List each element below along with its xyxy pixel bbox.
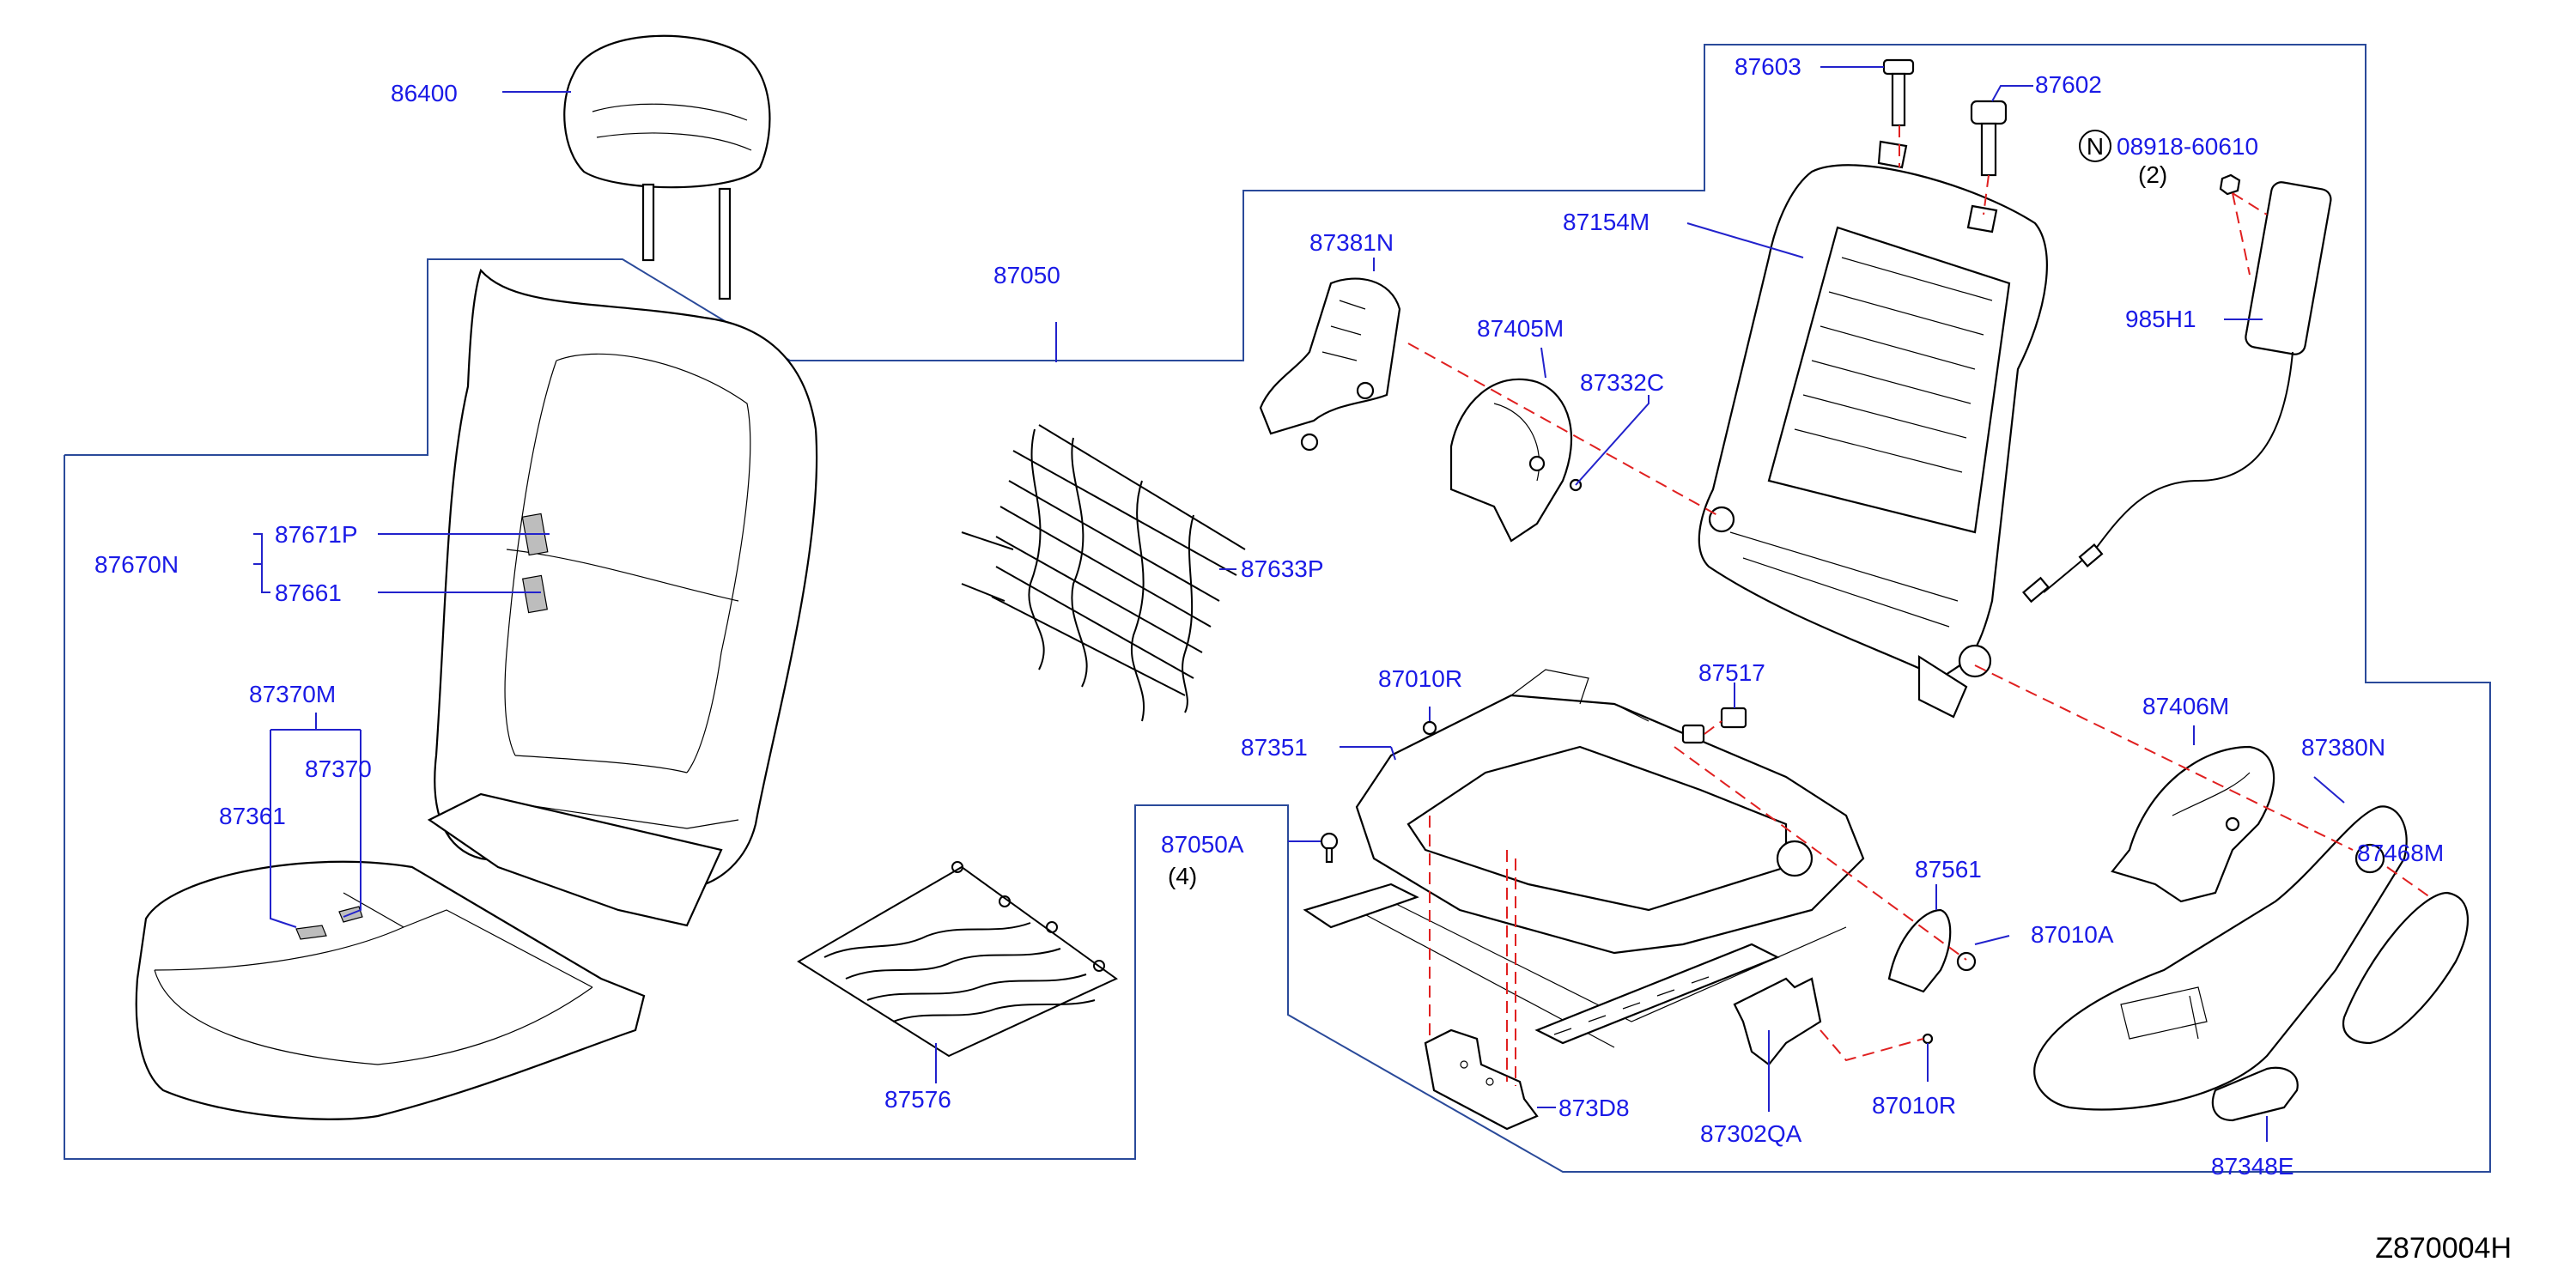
callout-87603[interactable]: 87603 <box>1735 53 1801 80</box>
back-cover-87381N <box>1259 277 1401 452</box>
callout-87050[interactable]: 87050 <box>993 262 1060 288</box>
reclining-cover-87405M <box>1449 378 1573 543</box>
callout-87561[interactable]: 87561 <box>1915 856 1982 883</box>
n-circle-icon <box>2079 130 2111 162</box>
callout-873D8[interactable]: 873D8 <box>1558 1095 1630 1121</box>
headrest-guide-87602 <box>1970 100 2008 177</box>
callout-87351[interactable]: 87351 <box>1241 734 1308 761</box>
callout-87010A[interactable]: 87010A <box>2031 921 2114 948</box>
bolt-87010R-top <box>1422 720 1437 736</box>
seat-frame-87351 <box>1303 669 1865 1048</box>
bracket-873D8 <box>1424 1028 1539 1131</box>
callout-87670N[interactable]: 87670N <box>94 551 179 578</box>
callout-08918-60610[interactable]: 08918-60610 <box>2117 133 2258 160</box>
diagram-code: Z870004H <box>2375 1232 2512 1265</box>
callout-87348E[interactable]: 87348E <box>2211 1153 2294 1180</box>
callout-87050A-qty: (4) <box>1168 863 1197 889</box>
callout-87405M[interactable]: 87405M <box>1477 315 1564 342</box>
callout-87576[interactable]: 87576 <box>884 1086 951 1113</box>
callout-87332C[interactable]: 87332C <box>1580 369 1664 396</box>
clip-87517 <box>1681 707 1747 744</box>
callout-87633P[interactable]: 87633P <box>1241 555 1324 582</box>
headrest-86400 <box>563 34 771 300</box>
callout-08918-prefix: N <box>2087 133 2104 160</box>
seat-back-87670N <box>427 268 818 927</box>
spring-mat-87633P <box>961 424 1246 722</box>
callout-87468M[interactable]: 87468M <box>2357 840 2444 866</box>
cover-87561 <box>1887 908 1952 993</box>
bolt-87050A <box>1320 832 1339 864</box>
callout-08918-qty: (2) <box>2138 161 2167 188</box>
callout-985H1[interactable]: 985H1 <box>2125 306 2196 332</box>
side-cover-87380N <box>2033 805 2408 1111</box>
callout-87361[interactable]: 87361 <box>219 803 286 829</box>
callout-87154M[interactable]: 87154M <box>1563 209 1649 235</box>
callout-87380N[interactable]: 87380N <box>2301 734 2385 761</box>
callout-87370M[interactable]: 87370M <box>249 681 336 707</box>
recliner-cover-87406M <box>2111 745 2275 903</box>
seat-cushion-87370M <box>135 860 646 1120</box>
seatback-frame-87154M <box>1698 140 2048 719</box>
callout-86400[interactable]: 86400 <box>391 80 458 106</box>
bracket-87302QA <box>1733 977 1822 1066</box>
callout-87370[interactable]: 87370 <box>305 755 372 782</box>
seat-spring-87576 <box>797 861 1118 1058</box>
callout-87050A[interactable]: 87050A <box>1161 831 1244 858</box>
callout-87302QA[interactable]: 87302QA <box>1700 1120 1802 1147</box>
callout-87010R-top[interactable]: 87010R <box>1378 665 1462 692</box>
side-airbag-985H1 <box>2021 181 2332 604</box>
bolt-87010R-bottom <box>1922 1033 1934 1045</box>
callout-87671P[interactable]: 87671P <box>275 521 358 548</box>
lever-87348E <box>2211 1066 2299 1122</box>
headrest-guide-87603 <box>1882 58 1915 127</box>
knob-87468M <box>2342 891 2470 1045</box>
callout-87602[interactable]: 87602 <box>2035 71 2102 98</box>
callout-87406M[interactable]: 87406M <box>2142 693 2229 719</box>
callout-87381N[interactable]: 87381N <box>1309 229 1394 256</box>
callout-87661[interactable]: 87661 <box>275 579 342 606</box>
callout-87010R-bottom[interactable]: 87010R <box>1872 1092 1956 1119</box>
nut-08918-60610 <box>2219 173 2241 196</box>
bolt-87010A <box>1956 951 1977 972</box>
callout-87517[interactable]: 87517 <box>1698 659 1765 686</box>
